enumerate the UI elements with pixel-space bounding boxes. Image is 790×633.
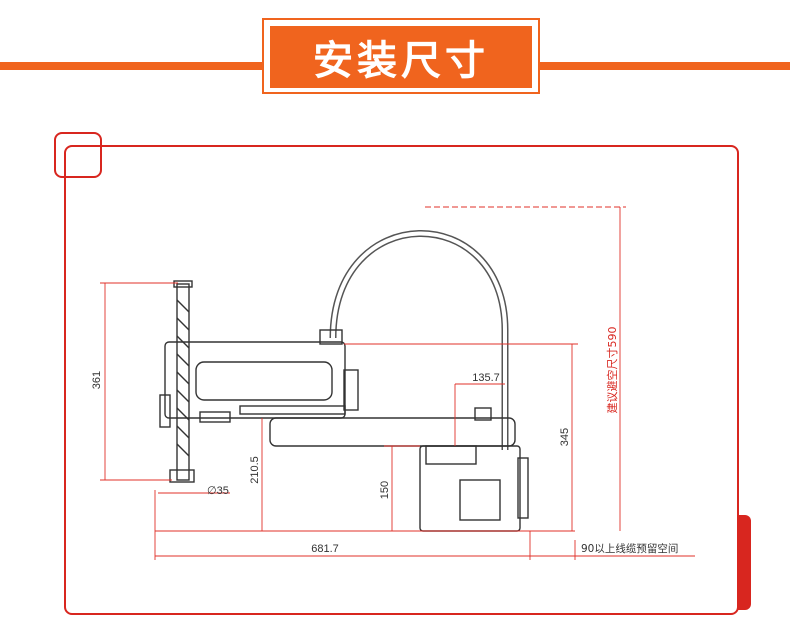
base-body [419,445,521,532]
screw-shaft [176,283,190,481]
dim-label-135-7: 135.7 [472,372,500,384]
header-stripe-right [540,62,790,70]
drawing-frame [64,145,739,615]
dim-label-681-7: 681.7 [311,543,339,555]
header-stripe-left [0,62,262,70]
dimension-lines [100,206,695,560]
arm1-body [269,417,516,447]
frame-corner-mark [54,132,102,178]
dim-label-150: 150 [379,481,391,499]
side-tab [737,515,751,610]
arm2-body [164,341,346,419]
page-title: 安装尺寸 [270,26,532,88]
title-frame [262,18,540,94]
dim-label-361: 361 [91,371,103,389]
dim-label-35: ∅35 [207,485,229,497]
dim-label-210-5: 210.5 [249,456,261,484]
dim-label-345: 345 [559,428,571,446]
dim-label-cable-space: 90以上线缆预留空间 [581,542,678,555]
dim-label-590: 建议避空尺寸590 [605,327,619,414]
